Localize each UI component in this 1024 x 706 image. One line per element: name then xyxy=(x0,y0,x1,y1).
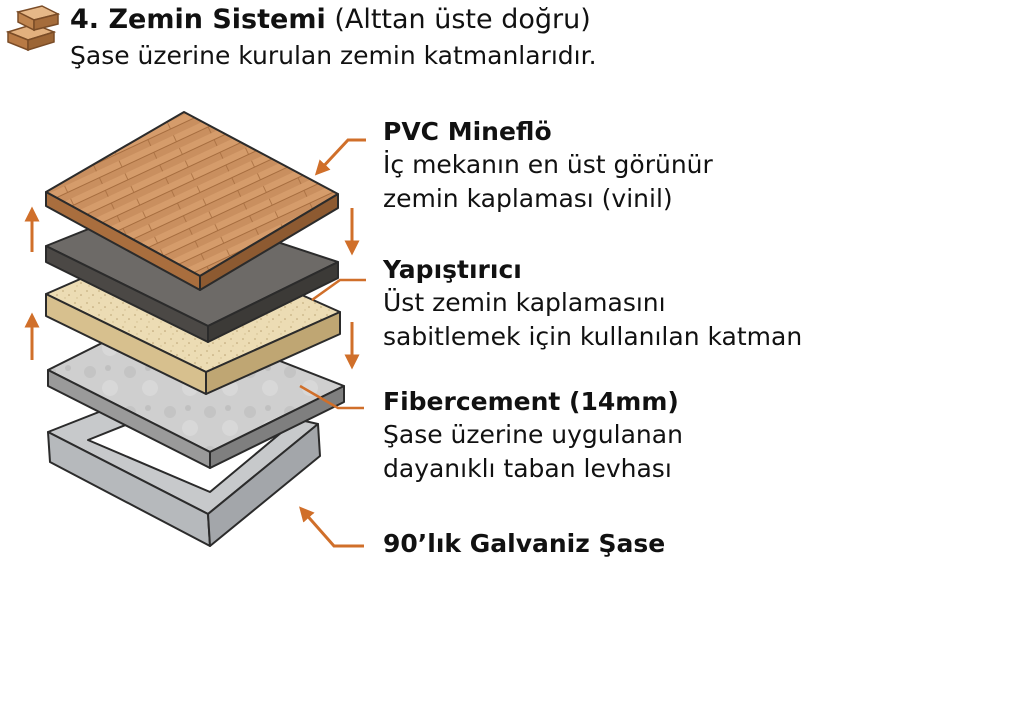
stacked-boards-icon xyxy=(5,5,61,52)
layer-diagram xyxy=(24,111,366,548)
label-pvc-desc-1: İç mekanın en üst görünür xyxy=(383,150,713,179)
label-fibercement-desc-2: dayanıklı taban levhası xyxy=(383,454,672,483)
label-fibercement-title: Fibercement (14mm) xyxy=(383,387,679,416)
frame-leader-arrow-icon xyxy=(299,506,364,548)
label-fibercement-desc-1: Şase üzerine uygulanan xyxy=(383,420,683,449)
pvc-wood-layer xyxy=(45,111,339,291)
title-note: (Alttan üste doğru) xyxy=(334,4,591,35)
title-text: 4. Zemin Sistemi xyxy=(70,4,326,35)
page-subtitle: Şase üzerine kurulan zemin katmanlarıdır… xyxy=(70,41,597,70)
label-fibercement: Fibercement (14mm) Şase üzerine uygulana… xyxy=(383,386,683,486)
label-frame: 90’lık Galvaniz Şase xyxy=(383,528,665,560)
label-adhesive-title: Yapıştırıcı xyxy=(383,255,522,284)
label-pvc-desc-2: zemin kaplaması (vinil) xyxy=(383,184,673,213)
label-frame-title: 90’lık Galvaniz Şase xyxy=(383,529,666,558)
fibercement-leader-arrow-icon xyxy=(299,384,364,410)
label-adhesive: Yapıştırıcı Üst zemin kaplamasını sabitl… xyxy=(383,254,802,354)
pvc-leader-arrow-icon xyxy=(314,138,366,176)
page-title: 4. Zemin Sistemi (Alttan üste doğru) xyxy=(70,4,591,36)
label-adhesive-desc-1: Üst zemin kaplamasını xyxy=(383,288,666,317)
adhesive-leader-arrow-icon xyxy=(311,278,366,302)
label-pvc-title: PVC Mineflö xyxy=(383,117,552,146)
label-pvc: PVC Mineflö İç mekanın en üst görünür ze… xyxy=(383,116,713,216)
label-adhesive-desc-2: sabitlemek için kullanılan katman xyxy=(383,322,803,351)
